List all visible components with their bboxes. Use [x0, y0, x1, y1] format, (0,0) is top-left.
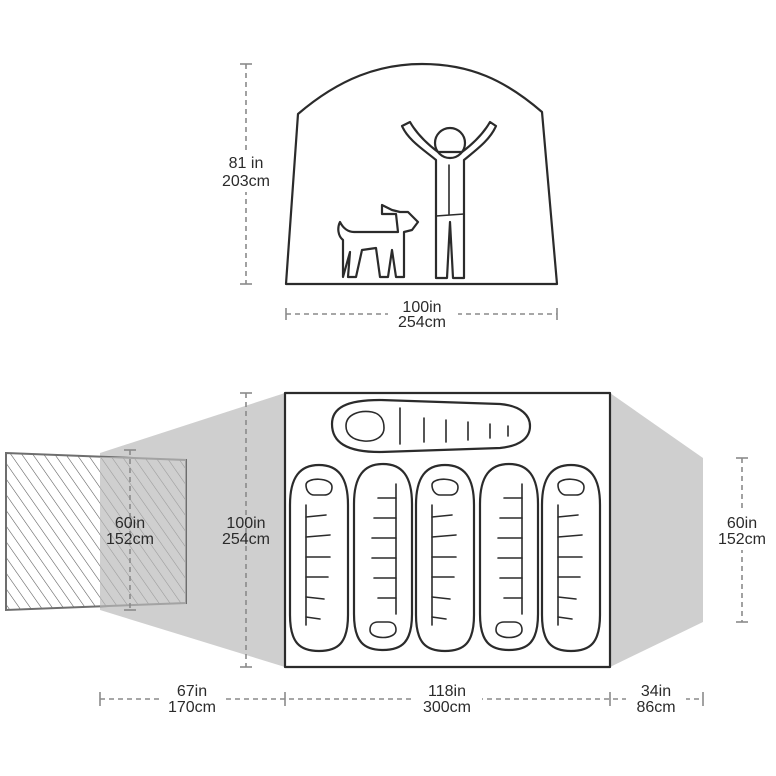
sleeping-bag-2 — [352, 462, 414, 652]
tent-side-outline — [284, 62, 559, 286]
left-vestibule-depth-cm-label: 170cm — [168, 699, 216, 716]
door-panel — [5, 451, 187, 612]
tent-floor — [283, 391, 612, 669]
left-vestibule-depth-in-label: 67in — [177, 683, 207, 700]
sleeping-bag-4 — [478, 462, 540, 652]
right-vestibule-height-cm-label: 152cm — [718, 531, 766, 548]
sleeping-bag-1 — [288, 463, 350, 653]
floor-width-in-label: 100in — [226, 515, 265, 532]
sleeping-bag-horizontal — [330, 398, 532, 454]
left-vestibule-height-in-label: 60in — [115, 515, 145, 532]
side-height-in-label: 81 in — [229, 155, 264, 172]
floor-width-cm-label: 254cm — [222, 531, 270, 548]
sleeping-bag-5 — [540, 463, 602, 653]
sleeping-bag-3 — [414, 463, 476, 653]
floor-length-in-label: 118in — [428, 683, 466, 700]
right-vestibule-depth-cm-label: 86cm — [636, 699, 675, 716]
side-elevation: 81 in 203cm 100in 254cm — [212, 62, 559, 331]
floor-length-cm-label: 300cm — [423, 699, 471, 716]
side-width-cm-label: 254cm — [398, 314, 446, 331]
right-vestibule — [610, 393, 703, 667]
floor-plan: 60in 152cm — [5, 391, 774, 716]
side-width-in-label: 100in — [402, 299, 441, 316]
person-icon — [400, 120, 498, 280]
right-vestibule-depth-in-label: 34in — [641, 683, 671, 700]
side-height-cm-label: 203cm — [222, 173, 270, 190]
dog-icon — [337, 203, 420, 279]
left-vestibule-height-cm-label: 152cm — [106, 531, 154, 548]
right-vestibule-height-in-label: 60in — [727, 515, 757, 532]
